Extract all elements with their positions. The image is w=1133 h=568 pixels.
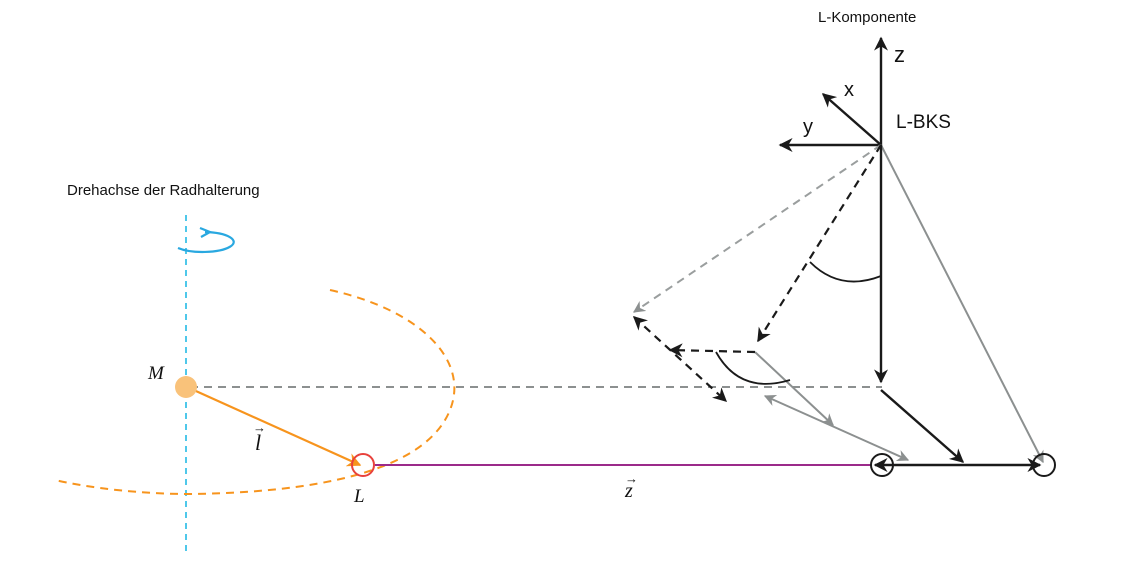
- frame-name-label: L-BKS: [896, 112, 951, 133]
- component-title: L-Komponente: [818, 9, 916, 26]
- gray-diagonal-vector: [880, 144, 1044, 464]
- vector-l-arrow: [186, 385, 362, 467]
- vector-l-arrow-glyph: →: [253, 420, 266, 435]
- angle-arc-upper: [809, 261, 882, 283]
- joint-circle-right: [1032, 453, 1056, 477]
- joint-circle-left: [870, 453, 894, 477]
- point-l-label: L: [353, 486, 365, 507]
- axis-x-arrow: [821, 93, 882, 146]
- axis-y-label: y: [803, 116, 813, 138]
- point-m-label: M: [147, 363, 165, 384]
- vector-l-label: l: [255, 430, 261, 455]
- black-dashed-double-arrow: [632, 316, 728, 402]
- gray-double-arrow: [763, 394, 910, 462]
- axis-z-label: z: [894, 42, 905, 67]
- gray-dashed-vector: [633, 144, 882, 313]
- trajectory-arc: [54, 289, 456, 496]
- vector-z-arrow-glyph: →: [625, 471, 638, 486]
- black-dashed-vector-1: [757, 144, 882, 343]
- black-dashed-vector-2: [668, 343, 756, 358]
- angle-arc-lower: [715, 351, 791, 385]
- point-m-dot: [175, 376, 197, 398]
- axis-x-label: x: [844, 79, 854, 101]
- black-diagonal-vector: [880, 389, 965, 463]
- rotation-icon: [177, 226, 235, 254]
- point-l-circle: [351, 453, 375, 477]
- rotation-axis-caption: Drehachse der Radhalterung: [67, 182, 260, 199]
- gray-rotated-vector-a: [754, 351, 834, 426]
- vector-z-label: z: [624, 480, 633, 502]
